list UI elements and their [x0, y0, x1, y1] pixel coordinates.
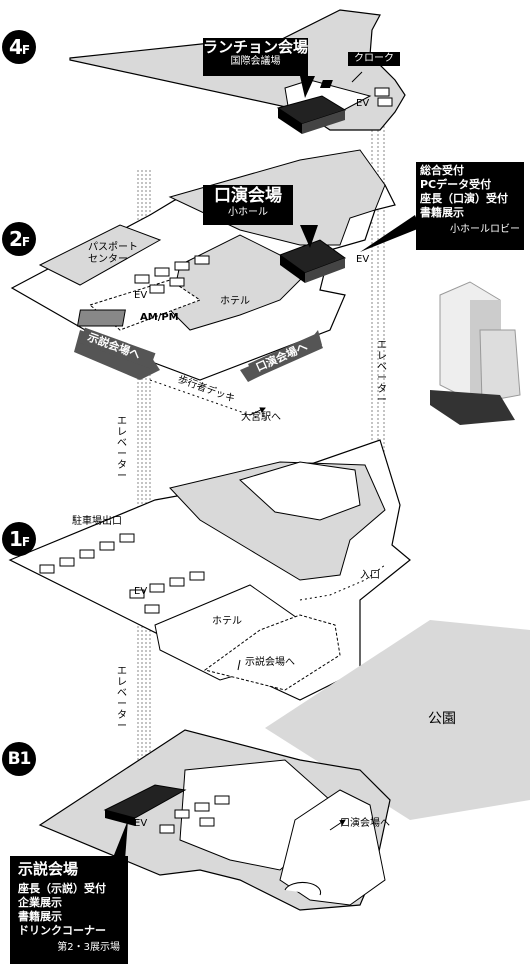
elevator-label-lower: エレベーター	[117, 666, 127, 732]
park-label: 公園	[428, 711, 456, 727]
oral-venue-title: 口演会場	[214, 186, 282, 206]
ev-label-2f-right: EV	[356, 254, 370, 265]
luncheon-venue-label: ランチョン会場 国際会議場	[203, 38, 308, 76]
hotel-label-2f: ホテル	[220, 296, 250, 307]
floor-2f-number: 2	[8, 227, 23, 251]
poster-venue-title: 示説会場	[18, 860, 79, 878]
luncheon-venue-sub: 国際会議場	[230, 56, 281, 67]
reception-sub: 小ホールロビー	[450, 224, 520, 235]
floor-2f-suffix: F	[21, 235, 30, 249]
floor-1f-badge: 1F	[2, 522, 36, 556]
entrance-label: 入口	[360, 570, 380, 581]
ev-label-4f: EV	[356, 98, 370, 109]
floor-b1-badge: B1	[2, 742, 36, 776]
hotel-label-1f: ホテル	[212, 616, 242, 627]
parking-exit-label: 駐車場出口	[72, 516, 122, 527]
to-oral-label: 口演会場へ	[340, 818, 390, 829]
ev-label-b1: EV	[134, 818, 148, 829]
poster-venue-label: 示説会場 座長（示説）受付 企業展示 書籍展示 ドリンクコーナー 第2・3展示場	[10, 856, 128, 964]
reception-line: 総合受付	[420, 164, 464, 177]
poster-line: ドリンクコーナー	[18, 924, 106, 937]
building-illustration	[430, 281, 521, 425]
poster-line: 企業展示	[18, 896, 62, 909]
passport-center-label: パスポート センター	[88, 242, 138, 265]
cloak-label: クローク	[348, 52, 400, 66]
to-omiya-label: 大宮駅へ	[241, 412, 281, 423]
elevator-label-right: エレベーター	[377, 340, 387, 406]
floor-2f-badge: 2F	[2, 222, 36, 256]
oral-venue-sub: 小ホール	[228, 207, 268, 218]
oral-venue-label: 口演会場 小ホール	[203, 185, 293, 225]
floor-4f-suffix: F	[21, 43, 30, 57]
ev-label-2f: EV	[134, 290, 148, 301]
poster-line: 座長（示説）受付	[18, 882, 106, 895]
reception-line: 座長（口演）受付	[420, 192, 508, 205]
floor-1f-suffix: F	[21, 535, 30, 549]
luncheon-venue-title: ランチョン会場	[203, 38, 309, 56]
floor-4f-number: 4	[8, 35, 23, 59]
reception-line: PCデータ受付	[420, 178, 492, 191]
floor-1f-plan	[8, 439, 411, 701]
floor-b1-number: B1	[7, 749, 32, 769]
floor-4f-badge: 4F	[2, 30, 36, 64]
to-poster-label: 示説会場へ	[245, 657, 295, 668]
ev-label-1f: EV	[134, 586, 148, 597]
floor-1f-number: 1	[8, 527, 23, 551]
ampm-label: AM/PM	[140, 312, 179, 323]
reception-label: 総合受付 PCデータ受付 座長（口演）受付 書籍展示 小ホールロビー	[416, 162, 524, 250]
reception-line: 書籍展示	[420, 206, 464, 219]
elevator-label-upper: エレベーター	[117, 416, 127, 482]
poster-line: 書籍展示	[18, 910, 62, 923]
floor-b1-plan	[38, 729, 391, 911]
poster-venue-sub: 第2・3展示場	[57, 942, 120, 953]
